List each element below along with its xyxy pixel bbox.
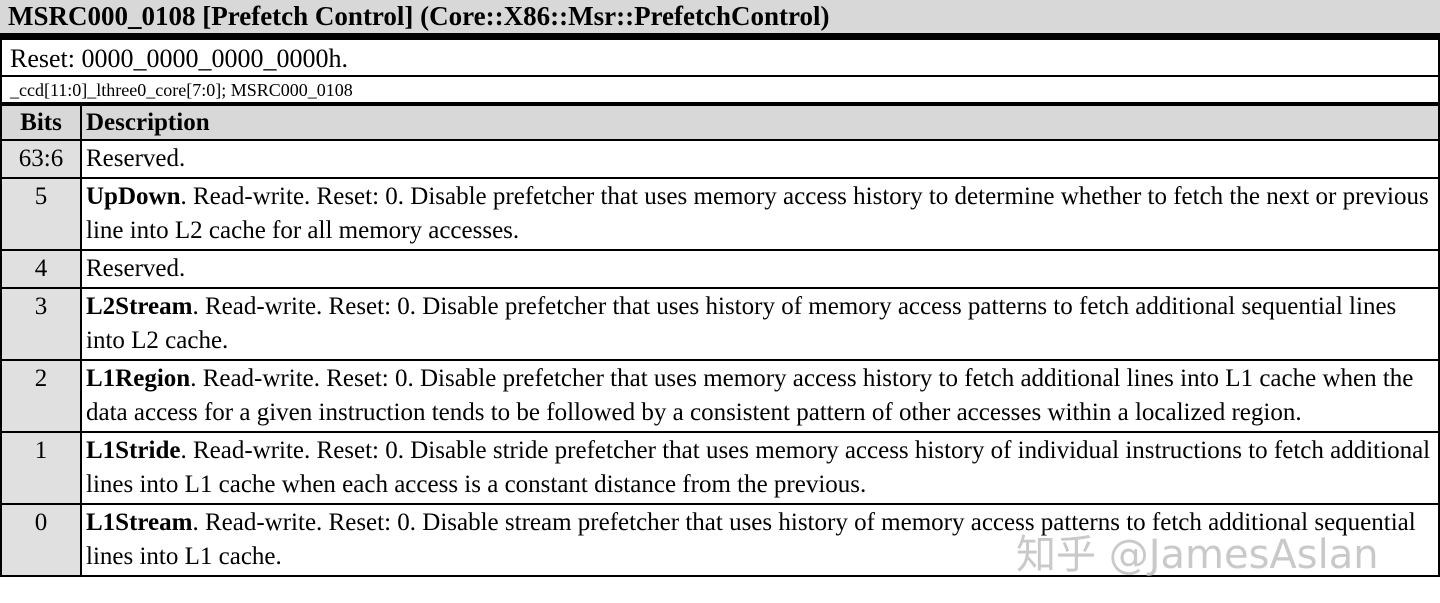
bit-field-table: Bits Description 63:6 Reserved. 5 UpDown… [0,104,1440,577]
field-description: . Read-write. Reset: 0. Disable stride p… [86,437,1431,498]
description-cell: L2Stream. Read-write. Reset: 0. Disable … [80,287,1440,361]
field-description: . Read-write. Reset: 0. Disable prefetch… [86,293,1397,354]
description-cell: L1Region. Read-write. Reset: 0. Disable … [80,359,1440,433]
bits-cell: 5 [0,177,82,251]
field-name: L1Stream [86,509,193,536]
description-cell: Reserved. [80,139,1440,179]
bits-cell: 4 [0,249,82,289]
bits-cell: 1 [0,431,82,505]
field-name: UpDown [86,183,181,210]
register-title: MSRC000_0108 [Prefetch Control] (Core::X… [0,0,1440,33]
field-name: L2Stream [86,293,193,320]
bits-cell: 3 [0,287,82,361]
table-row-2: 2 L1Region. Read-write. Reset: 0. Disabl… [0,359,1440,433]
table-row-63-6: 63:6 Reserved. [0,139,1440,179]
table-header-row: Bits Description [0,104,1440,141]
field-description: Reserved. [86,255,186,282]
field-name: L1Stride [86,437,181,464]
bits-cell: 2 [0,359,82,433]
table-row-5: 5 UpDown. Read-write. Reset: 0. Disable … [0,177,1440,251]
field-description: Reserved. [86,145,186,172]
table-row-4: 4 Reserved. [0,249,1440,289]
bits-column-header: Bits [0,104,82,141]
field-description: . Read-write. Reset: 0. Disable prefetch… [86,365,1414,426]
table-row-1: 1 L1Stride. Read-write. Reset: 0. Disabl… [0,431,1440,505]
description-cell: L1Stream. Read-write. Reset: 0. Disable … [80,503,1440,577]
table-row-3: 3 L2Stream. Read-write. Reset: 0. Disabl… [0,287,1440,361]
description-cell: Reserved. [80,249,1440,289]
description-cell: UpDown. Read-write. Reset: 0. Disable pr… [80,177,1440,251]
instance-alias-line: _ccd[11:0]_lthree0_core[7:0]; MSRC000_01… [0,77,1440,104]
bits-cell: 63:6 [0,139,82,179]
bits-cell: 0 [0,503,82,577]
field-description: . Read-write. Reset: 0. Disable prefetch… [86,183,1429,244]
description-column-header: Description [80,104,1440,141]
field-name: L1Region [86,365,191,392]
table-row-0: 0 L1Stream. Read-write. Reset: 0. Disabl… [0,503,1440,577]
reset-value-line: Reset: 0000_0000_0000_0000h. [0,40,1440,77]
description-cell: L1Stride. Read-write. Reset: 0. Disable … [80,431,1440,505]
field-description: . Read-write. Reset: 0. Disable stream p… [86,509,1416,570]
title-divider-rule [0,33,1440,40]
